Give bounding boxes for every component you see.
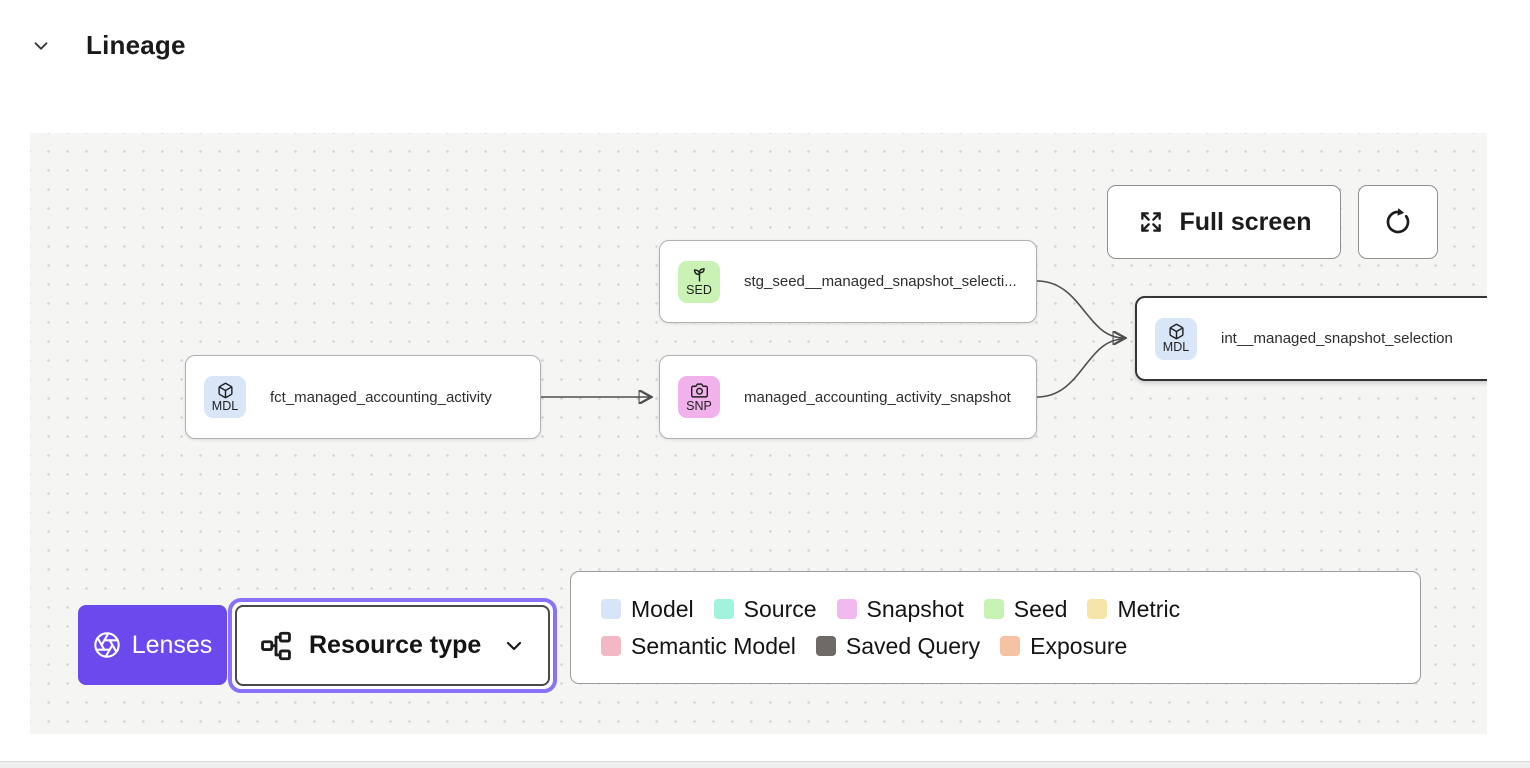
lenses-button[interactable]: Lenses [78, 605, 227, 685]
badge-label: MDL [211, 398, 239, 413]
cube-icon [217, 382, 234, 399]
refresh-icon [1382, 206, 1414, 238]
lineage-canvas[interactable]: MDL fct_managed_accounting_activity SED … [30, 133, 1487, 734]
snapshot-badge: SNP [678, 376, 720, 418]
node-int-managed-snapshot-selection[interactable]: MDL int__managed_snapshot_selection [1135, 296, 1487, 381]
legend-item-exposure: Exposure [1000, 633, 1127, 660]
node-fct-managed-accounting-activity[interactable]: MDL fct_managed_accounting_activity [185, 355, 541, 439]
org-chart-icon [259, 629, 293, 663]
resource-type-dropdown[interactable]: Resource type [228, 598, 557, 693]
collapse-chevron-icon[interactable] [30, 35, 52, 57]
lenses-label: Lenses [131, 630, 213, 659]
legend-label: Snapshot [866, 595, 964, 622]
badge-label: SED [686, 283, 712, 298]
legend-item-snapshot: Snapshot [836, 595, 964, 623]
fullscreen-label: Full screen [1179, 207, 1312, 236]
node-label: managed_accounting_activity_snapshot [744, 388, 1011, 406]
saved-query-swatch [815, 636, 836, 656]
expand-arrows-icon [1137, 208, 1165, 236]
lineage-header: Lineage [30, 30, 186, 61]
legend-item-source: Source [713, 595, 817, 623]
metric-swatch [1087, 599, 1108, 619]
badge-label: MDL [1162, 340, 1190, 355]
edge-snapshot-to-int [1036, 338, 1125, 398]
node-label: fct_managed_accounting_activity [270, 388, 492, 406]
exposure-swatch [1000, 636, 1021, 656]
legend-label: Source [743, 595, 817, 622]
camera-icon [690, 382, 708, 399]
legend-item-semantic-model: Semantic Model [601, 633, 796, 660]
model-badge: MDL [1155, 317, 1197, 360]
bottom-divider [0, 761, 1530, 768]
legend-label: Seed [1013, 595, 1068, 622]
semantic-model-swatch [601, 636, 621, 656]
legend-label: Saved Query [845, 632, 981, 659]
legend-item-seed: Seed [983, 595, 1068, 623]
resource-type-legend: Model Source Snapshot Seed Metric [570, 571, 1421, 684]
aperture-icon [93, 631, 121, 659]
legend-label: Exposure [1030, 632, 1128, 659]
sprout-icon [691, 266, 708, 283]
legend-row-2: Semantic Model Saved Query Exposure [601, 633, 1420, 660]
snapshot-swatch [836, 599, 857, 619]
badge-label: SNP [686, 398, 712, 413]
page-title: Lineage [86, 30, 186, 60]
source-swatch [713, 599, 734, 619]
refresh-button[interactable] [1358, 185, 1438, 259]
legend-item-metric: Metric [1087, 596, 1180, 623]
chevron-down-icon [502, 634, 526, 658]
legend-item-saved-query: Saved Query [815, 632, 981, 660]
seed-swatch [983, 599, 1004, 619]
resource-type-label: Resource type [309, 631, 482, 659]
model-badge: MDL [204, 376, 246, 418]
edge-seed-to-int [1036, 280, 1124, 338]
resource-type-inner: Resource type [235, 605, 550, 686]
cube-icon [1168, 323, 1185, 340]
seed-badge: SED [678, 260, 720, 303]
legend-item-model: Model [601, 596, 694, 623]
legend-label: Model [631, 595, 694, 622]
node-stg-seed-managed-snapshot-selection[interactable]: SED stg_seed__managed_snapshot_selecti..… [659, 240, 1037, 323]
legend-row-1: Model Source Snapshot Seed Metric [601, 596, 1420, 623]
legend-label: Metric [1117, 595, 1181, 622]
node-label: stg_seed__managed_snapshot_selecti... [744, 273, 1017, 290]
fullscreen-button[interactable]: Full screen [1107, 185, 1341, 259]
legend-label: Semantic Model [631, 632, 796, 659]
model-swatch [601, 599, 621, 619]
node-label: int__managed_snapshot_selection [1221, 330, 1453, 347]
node-managed-accounting-activity-snapshot[interactable]: SNP managed_accounting_activity_snapshot [659, 355, 1037, 439]
